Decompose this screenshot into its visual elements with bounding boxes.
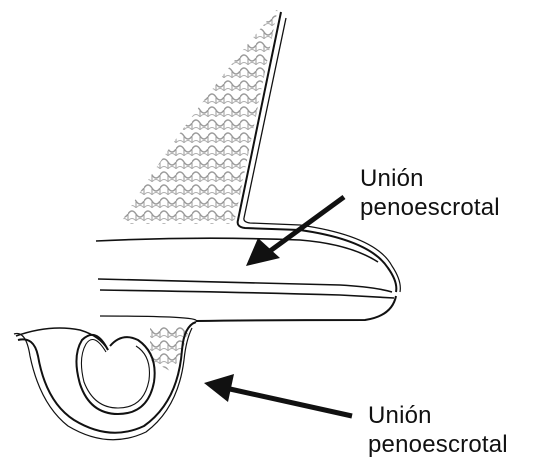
label-top-line2: penoescrotal [360, 193, 500, 222]
urethra-line-lower [100, 290, 394, 298]
arrow-top [246, 197, 344, 266]
label-bottom-line1: Unión [368, 401, 508, 430]
testis [76, 335, 154, 414]
penile-shaft-lower-contour [196, 296, 396, 321]
penile-shaft-upper-contour-inner [300, 225, 400, 292]
label-bottom-penoscrotal-junction: Unión penoescrotal [368, 401, 508, 459]
testis-inner [81, 340, 149, 409]
label-bottom-line2: penoescrotal [368, 430, 508, 459]
scrotal-root-texture [150, 326, 190, 372]
label-top-penoscrotal-junction: Unión penoescrotal [360, 164, 500, 222]
dorsal-line [96, 238, 378, 262]
scrotum-top-line [16, 328, 108, 350]
arrow-bottom [204, 374, 352, 416]
label-top-line1: Unión [360, 164, 500, 193]
penile-shaft-upper-contour [300, 230, 396, 292]
pubic-region-texture [120, 8, 278, 224]
penile-shaft-lower-contour-inner [100, 316, 196, 321]
